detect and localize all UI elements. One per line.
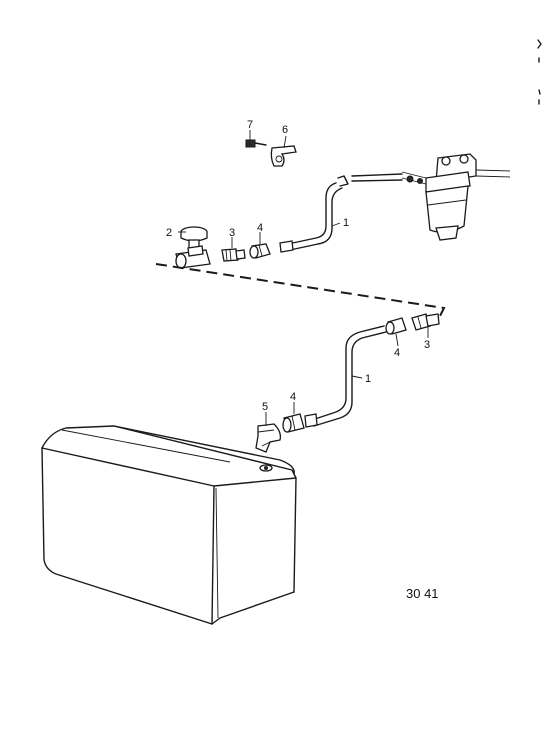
- callout-4-tank: 4: [290, 391, 296, 403]
- fuel-pipe-upper: [279, 173, 403, 253]
- elbow-fitting: [255, 423, 282, 453]
- callout-3-upper: 3: [229, 227, 235, 239]
- union-nut-upper: [249, 243, 271, 259]
- leader-lines: [178, 130, 429, 426]
- callout-4-lower: 4: [394, 347, 400, 359]
- callout-1-lower: 1: [365, 373, 371, 385]
- margin-marks: [537, 39, 542, 105]
- callout-1-upper: 1: [343, 217, 349, 229]
- connection-dashed-line: [155, 263, 446, 321]
- nipple-upper: [221, 248, 246, 262]
- shutoff-valve: [175, 226, 211, 269]
- union-nut-tank: [282, 413, 305, 433]
- callout-4-upper: 4: [257, 222, 263, 234]
- pipe-clip: [245, 139, 297, 167]
- callout-5: 5: [262, 401, 268, 413]
- callout-7: 7: [247, 119, 253, 131]
- nipple-lower: [411, 313, 440, 331]
- fuel-pipe-lower: [304, 325, 387, 428]
- figure-number: 30 41: [406, 586, 439, 601]
- callout-3-lower: 3: [424, 339, 430, 351]
- callout-6: 6: [282, 124, 288, 136]
- union-nut-lower: [385, 317, 407, 335]
- fuel-filter: [401, 153, 511, 241]
- callout-2: 2: [166, 227, 172, 239]
- fuel-tank: [41, 425, 297, 625]
